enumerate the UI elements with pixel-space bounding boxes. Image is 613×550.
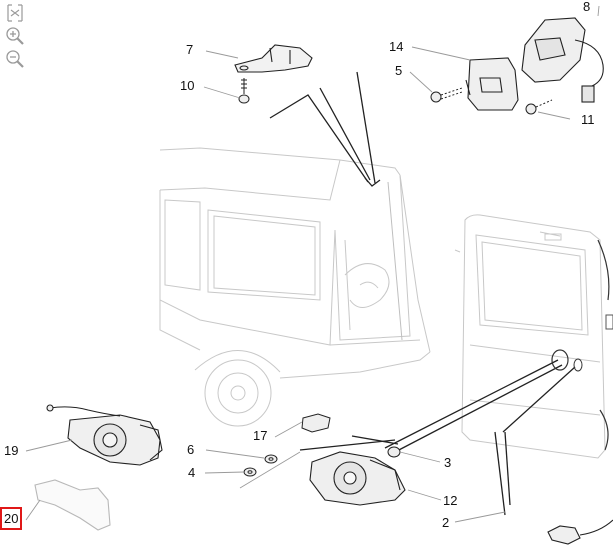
door-latch-opening-inner [573, 358, 583, 372]
part-20-handle-cover [34, 479, 111, 531]
callout-label-6[interactable]: 6 [187, 442, 195, 457]
part-14-lock-housing [465, 57, 519, 111]
callout-label-2[interactable]: 2 [442, 515, 450, 530]
callout-label-8[interactable]: 8 [583, 0, 591, 14]
part-7-hinge-bracket [234, 44, 313, 73]
van-body-illustration [159, 147, 431, 427]
door-cable-line [597, 239, 610, 301]
callout-label-14[interactable]: 14 [389, 39, 404, 54]
callout-label-17[interactable]: 17 [253, 428, 268, 443]
callout-label-19[interactable]: 19 [4, 443, 19, 458]
callout-label-5[interactable]: 5 [395, 63, 403, 78]
zoom-toolbar [4, 3, 30, 72]
part-17-clip [301, 413, 331, 433]
door-cable-line-lower [599, 409, 609, 451]
part-6-washer [264, 454, 278, 464]
part-11-screw [525, 99, 553, 115]
zoom-out-icon[interactable] [4, 49, 26, 68]
callout-label-7[interactable]: 7 [186, 42, 194, 57]
callout-label-10[interactable]: 10 [180, 78, 195, 93]
part-8-lock-actuator [521, 17, 604, 103]
callout-label-11[interactable]: 11 [581, 112, 595, 127]
door-clip [605, 314, 613, 330]
callout-label-12[interactable]: 12 [443, 493, 458, 508]
callout-label-20-selected[interactable]: 20 [0, 507, 23, 530]
expand-arrows-icon[interactable] [4, 3, 26, 22]
part-4-nut [243, 467, 257, 477]
part-19-handle-assembly [46, 404, 163, 466]
part-12-door-latch [309, 451, 406, 506]
callout-label-3[interactable]: 3 [444, 455, 452, 470]
part-2-rod [547, 519, 613, 545]
zoom-in-icon[interactable] [4, 26, 26, 45]
part-3-pin [387, 446, 401, 458]
assembly-leader-lines [269, 71, 576, 516]
rear-door-illustration [454, 214, 606, 459]
part-10-screw [238, 78, 250, 104]
part-5-screw [430, 87, 463, 103]
door-latch-opening [551, 349, 569, 371]
callout-leaders [25, 5, 600, 523]
callout-label-4[interactable]: 4 [188, 465, 196, 480]
